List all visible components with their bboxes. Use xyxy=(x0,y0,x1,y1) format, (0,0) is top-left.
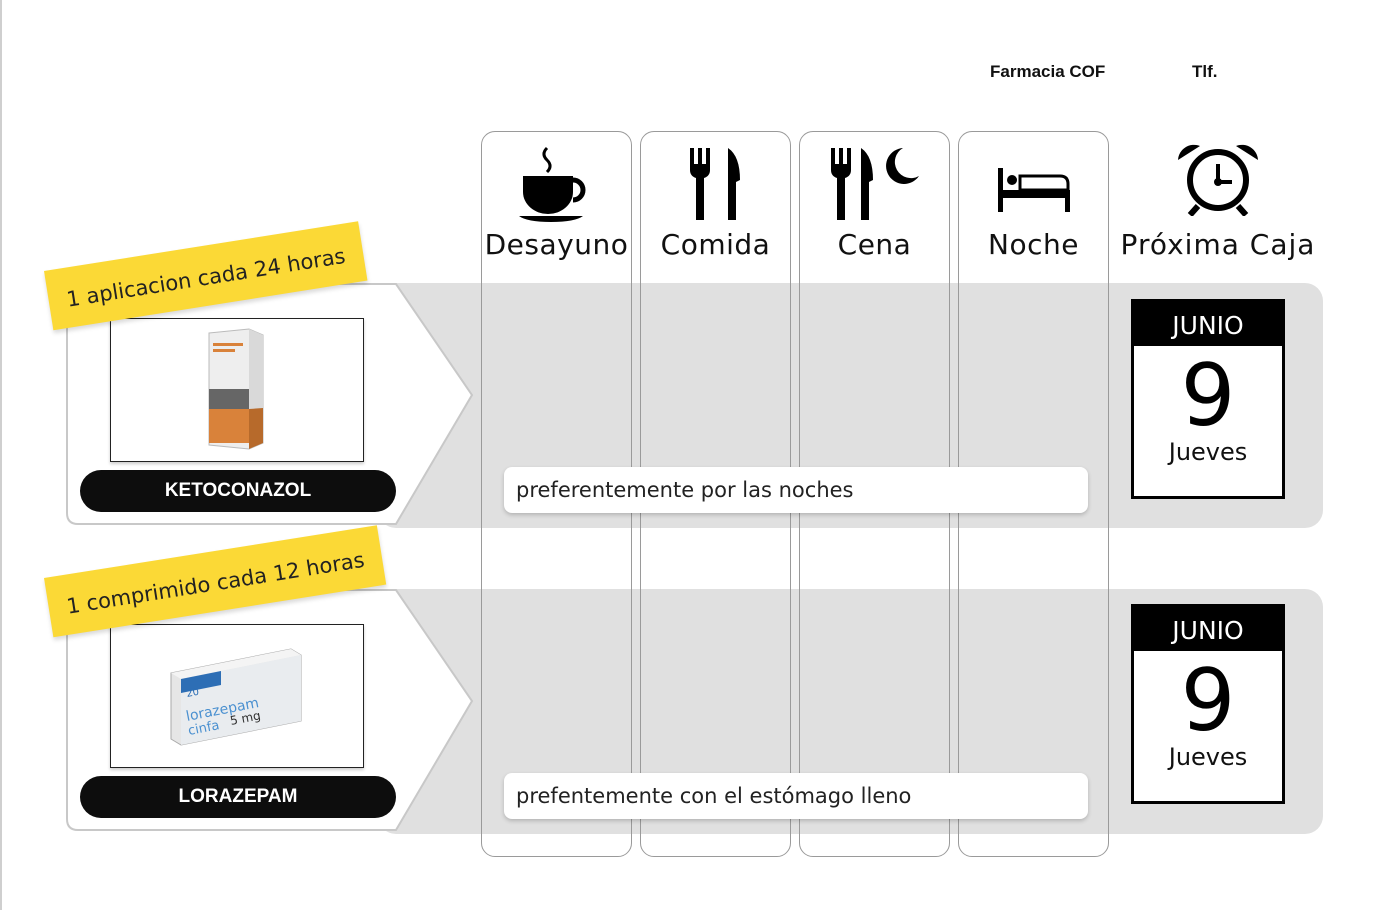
next-box-calendar: JUNIO 9 Jueves xyxy=(1131,604,1285,804)
coffee-cup-icon xyxy=(518,146,585,222)
medication-photo-ketoconazol xyxy=(110,318,364,462)
calendar-day: 9 xyxy=(1180,346,1236,446)
column-header-comida: Comida xyxy=(640,140,791,272)
phone-label: Tlf. xyxy=(1192,62,1218,81)
calendar-day: 9 xyxy=(1180,651,1236,751)
column-header-cena: Cena xyxy=(799,140,950,272)
fork-knife-icon xyxy=(689,148,740,220)
medication-name-pill: KETOCONAZOL xyxy=(80,470,396,512)
column-header-next-box: Próxima Caja xyxy=(1118,140,1318,272)
fork-knife-moon-icon xyxy=(830,148,919,220)
calendar-weekday: Jueves xyxy=(1168,743,1248,771)
box-count: 20 xyxy=(185,687,200,700)
column-label: Comida xyxy=(660,228,771,261)
lorazepam-box-image: 20 lorazepam cinfa 5 mg xyxy=(170,648,302,746)
next-box-calendar: JUNIO 9 Jueves xyxy=(1131,299,1285,499)
page-edge xyxy=(0,0,2,910)
calendar-month: JUNIO xyxy=(1134,607,1282,651)
medication-note: preferentemente por las noches xyxy=(504,467,1088,513)
column-header-desayuno: Desayuno xyxy=(481,140,632,272)
box-dose: 5 mg xyxy=(229,708,262,728)
column-label: Próxima Caja xyxy=(1120,228,1316,261)
medication-name-pill: LORAZEPAM xyxy=(80,776,396,818)
column-label: Cena xyxy=(837,228,912,261)
alarm-clock-icon xyxy=(1178,144,1258,217)
column-label: Noche xyxy=(988,228,1079,261)
medication-note: prefentemente con el estómago lleno xyxy=(504,773,1088,819)
bed-icon xyxy=(997,168,1070,212)
column-header-noche: Noche xyxy=(958,140,1109,272)
pharmacy-name: Farmacia COF xyxy=(990,62,1106,81)
calendar-month: JUNIO xyxy=(1134,302,1282,346)
medication-photo-lorazepam: 20 lorazepam cinfa 5 mg xyxy=(110,624,364,768)
ketoconazol-box-image xyxy=(208,328,264,450)
box-maker: cinfa xyxy=(187,718,221,739)
calendar-weekday: Jueves xyxy=(1168,438,1248,466)
column-label: Desayuno xyxy=(484,228,629,261)
